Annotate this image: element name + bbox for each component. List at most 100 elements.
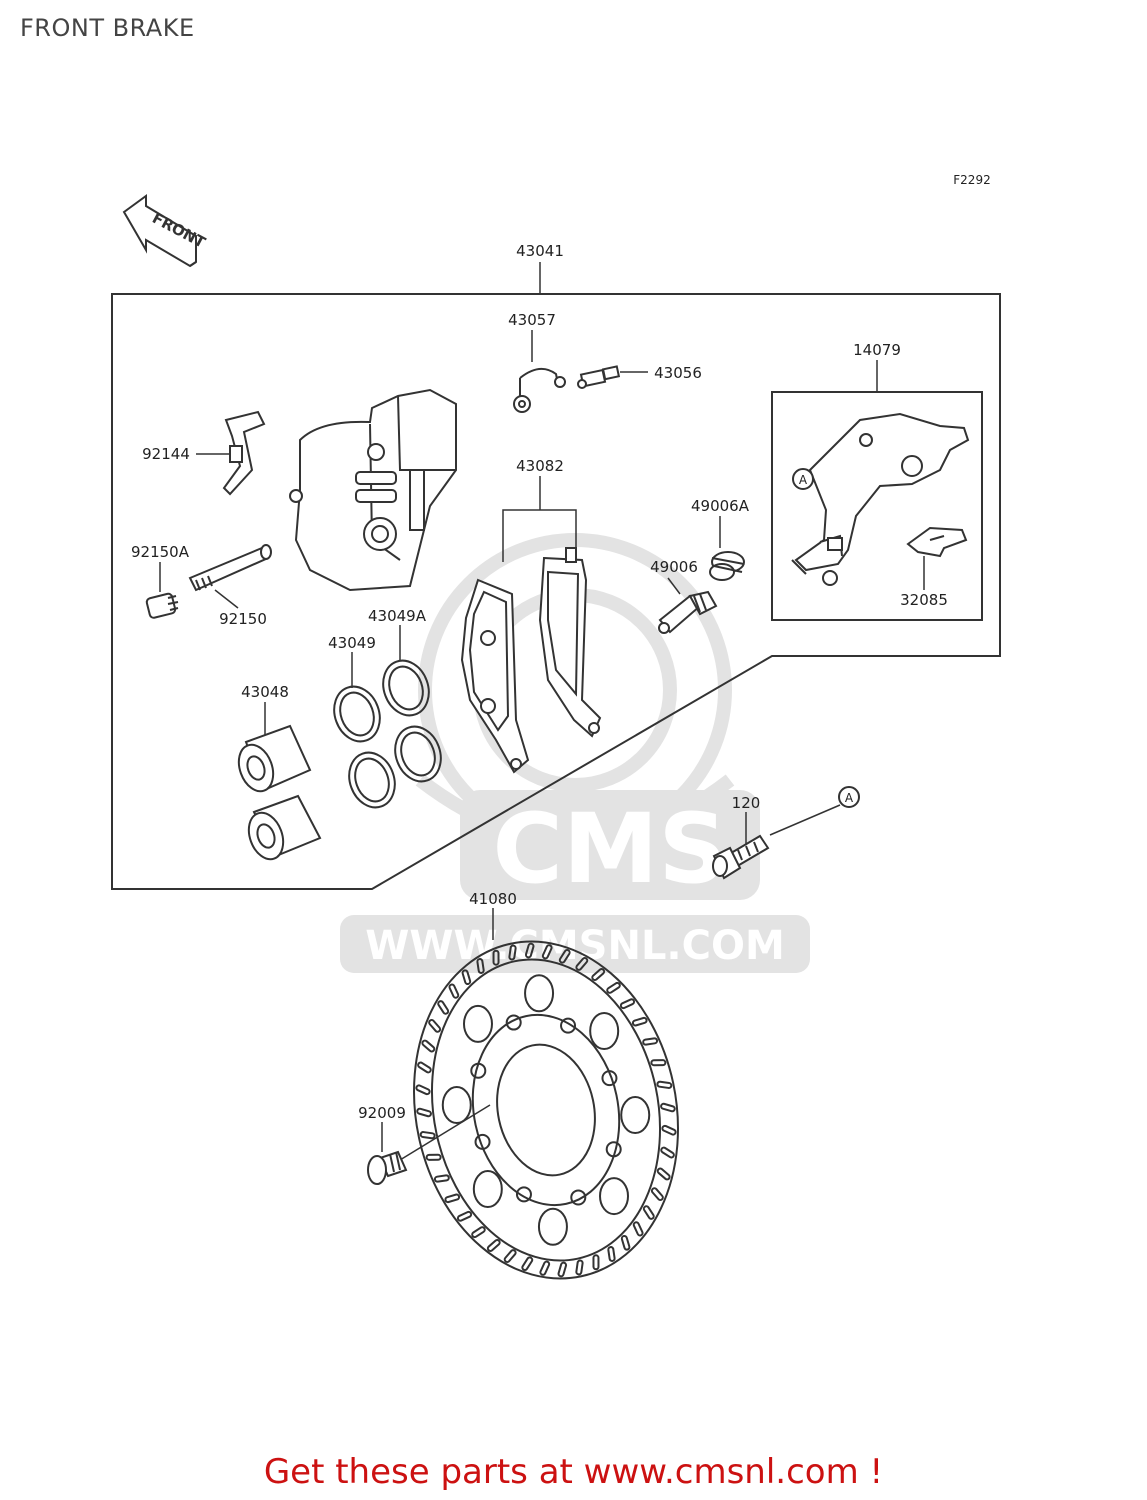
label-49006: 49006 xyxy=(650,558,698,576)
disc-vent-slot xyxy=(416,1107,432,1118)
disc-vent-slot xyxy=(575,957,589,971)
disc-vent-slot xyxy=(631,1016,648,1027)
disc-bolt-hole xyxy=(470,1062,487,1079)
disc-bolt-hole xyxy=(601,1070,618,1087)
disc-vent-slot xyxy=(433,1174,450,1183)
label-43048: 43048 xyxy=(241,683,289,701)
label-92150A: 92150A xyxy=(131,543,190,561)
disc-vent-slot xyxy=(620,1234,631,1251)
disc-vent-slot xyxy=(471,1226,486,1239)
watermark-brand: CMS xyxy=(492,793,727,905)
disc-vent-slot xyxy=(607,1246,616,1262)
parts-diagram: CMS WWW.CMSNL.COM F2292 FRONT xyxy=(111,173,1001,1280)
pad-spring-icon xyxy=(222,410,266,496)
disc-vent-slot xyxy=(508,944,517,961)
guide-pin-icon xyxy=(658,590,718,634)
footer-promo-link[interactable]: Get these parts at www.cmsnl.com ! xyxy=(263,1452,884,1492)
disc-vent-slot xyxy=(650,1187,664,1202)
label-14079: 14079 xyxy=(853,341,901,359)
label-43057: 43057 xyxy=(508,311,556,329)
disc-vent-slot xyxy=(632,1221,644,1237)
label-41080: 41080 xyxy=(469,890,517,908)
disc-hole xyxy=(589,1011,620,1050)
disc-vent-slot xyxy=(661,1124,677,1136)
page-title: FRONT BRAKE xyxy=(20,14,195,42)
disc-hole xyxy=(599,1177,630,1216)
disc-vent-slot xyxy=(425,1153,442,1161)
label-120: 120 xyxy=(732,794,761,812)
brake-pad-left-icon xyxy=(460,578,530,774)
cms-watermark-badge: CMS WWW.CMSNL.COM xyxy=(340,790,810,973)
disc-hole xyxy=(537,1207,568,1246)
dust-boot-icon xyxy=(709,551,745,581)
label-49006A: 49006A xyxy=(691,497,750,515)
disc-hole xyxy=(441,1086,472,1125)
disc-vent-slot xyxy=(660,1102,676,1113)
ref-marker-a-1-label: A xyxy=(799,473,808,487)
disc-vent-slot xyxy=(656,1167,671,1181)
pin-plug-icon xyxy=(145,592,179,619)
pad-pin-icon xyxy=(188,544,272,592)
disc-vent-slot xyxy=(642,1037,659,1046)
disc-vent-slot xyxy=(476,958,485,974)
disc-vent-slot xyxy=(592,1254,600,1271)
disc-vent-slot xyxy=(591,968,606,981)
bracket-icon xyxy=(791,412,970,586)
disc-bolt-hole xyxy=(560,1017,577,1034)
disc-bolt-hole xyxy=(515,1186,532,1203)
disc-vent-slot xyxy=(415,1084,431,1096)
disc-vent-slot xyxy=(461,969,472,986)
disc-vent-slot xyxy=(521,1256,534,1271)
disc-bolt-hole xyxy=(505,1014,522,1031)
disc-hole xyxy=(620,1095,651,1134)
disc-vent-slot xyxy=(428,1018,442,1033)
label-92144: 92144 xyxy=(142,445,190,463)
ref-marker-a-1: A xyxy=(792,468,814,490)
disc-vent-slot xyxy=(456,1210,473,1222)
disc-hole xyxy=(462,1004,493,1043)
disc-vent-slot xyxy=(558,949,571,964)
disc-vent-slot xyxy=(557,1261,568,1278)
disc-vent-slot xyxy=(541,944,553,960)
label-92009: 92009 xyxy=(358,1104,406,1122)
disc-vent-slot xyxy=(650,1059,667,1067)
disc-hole xyxy=(472,1170,503,1209)
disc-vent-slot xyxy=(419,1131,436,1140)
disc-vent-slot xyxy=(642,1205,655,1220)
disc-vent-slot xyxy=(606,981,621,994)
disc-bolt-icon xyxy=(367,1150,408,1185)
disc-bolt-hole xyxy=(605,1141,622,1158)
ref-marker-a-2-label: A xyxy=(845,791,854,805)
disc-vent-slot xyxy=(486,1239,501,1252)
ref-marker-a-2: A xyxy=(838,786,860,808)
figure-code: F2292 xyxy=(953,173,990,187)
bracket-subbox xyxy=(771,391,983,621)
bleeder-cap-icon xyxy=(513,367,566,413)
disc-vent-slot xyxy=(421,1039,436,1053)
disc-vent-slot xyxy=(444,1193,461,1204)
disc-vent-slot xyxy=(524,942,535,959)
disc-vent-slot xyxy=(448,983,460,999)
disc-vent-slot xyxy=(492,949,500,966)
brake-disc-icon xyxy=(413,940,679,1280)
label-43041: 43041 xyxy=(516,242,564,260)
disc-vent-slot xyxy=(660,1146,675,1159)
bolt-icon xyxy=(712,834,770,880)
disc-bolt-hole xyxy=(474,1133,491,1150)
watermark-url: WWW.CMSNL.COM xyxy=(365,923,785,969)
label-43056: 43056 xyxy=(654,364,702,382)
disc-vent-slot xyxy=(417,1061,432,1074)
caliper-body-icon xyxy=(289,388,457,592)
disc-vent-slot xyxy=(656,1080,673,1089)
brake-pad-right-icon xyxy=(538,547,602,738)
label-92150: 92150 xyxy=(219,610,267,628)
front-arrow-icon: FRONT xyxy=(122,194,209,268)
assembly-outline xyxy=(111,293,1001,890)
piston-icon xyxy=(237,724,322,861)
label-43049A: 43049A xyxy=(368,607,427,625)
disc-vent-slot xyxy=(539,1260,551,1276)
label-43049: 43049 xyxy=(328,634,376,652)
disc-hole xyxy=(524,974,555,1013)
pad-spring-2-icon xyxy=(906,526,968,558)
disc-bolt-hole xyxy=(570,1189,587,1206)
